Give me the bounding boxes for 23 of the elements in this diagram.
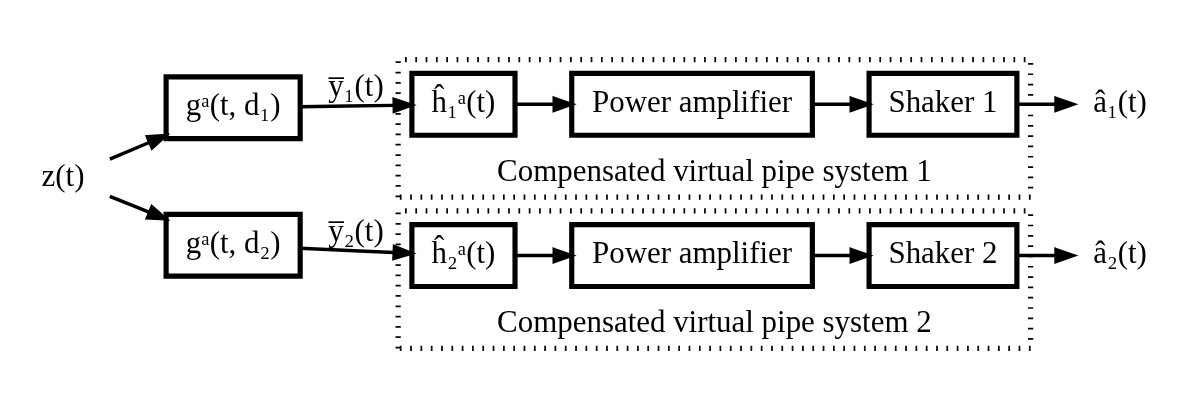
arrow	[812, 95, 874, 113]
edge-label: y̅₁(t)	[328, 67, 384, 103]
arrow	[515, 246, 577, 264]
arrow	[109, 133, 171, 161]
arrow	[812, 246, 874, 264]
arrow	[300, 96, 417, 114]
arrow	[300, 243, 417, 261]
node-box: gᵃ(t, d₁)	[163, 73, 303, 141]
node-text: â₁(t)	[1093, 83, 1147, 119]
arrow	[1017, 95, 1079, 113]
node-box: gᵃ(t, d₂)	[163, 211, 303, 279]
arrow	[1017, 246, 1079, 264]
node-box: Power amplifier	[569, 221, 815, 289]
node-box: Shaker 1	[866, 70, 1020, 138]
node-box: Power amplifier	[569, 70, 815, 138]
edge-label: y̅₂(t)	[328, 212, 384, 248]
node-text: z(t)	[41, 157, 85, 193]
node-box: Shaker 2	[866, 221, 1020, 289]
node-box: ĥ₁ᵃ(t)	[409, 70, 518, 138]
arrow	[109, 194, 171, 221]
node-box: ĥ₂ᵃ(t)	[409, 221, 518, 289]
arrow	[515, 95, 577, 113]
node-text: â₂(t)	[1093, 234, 1147, 270]
